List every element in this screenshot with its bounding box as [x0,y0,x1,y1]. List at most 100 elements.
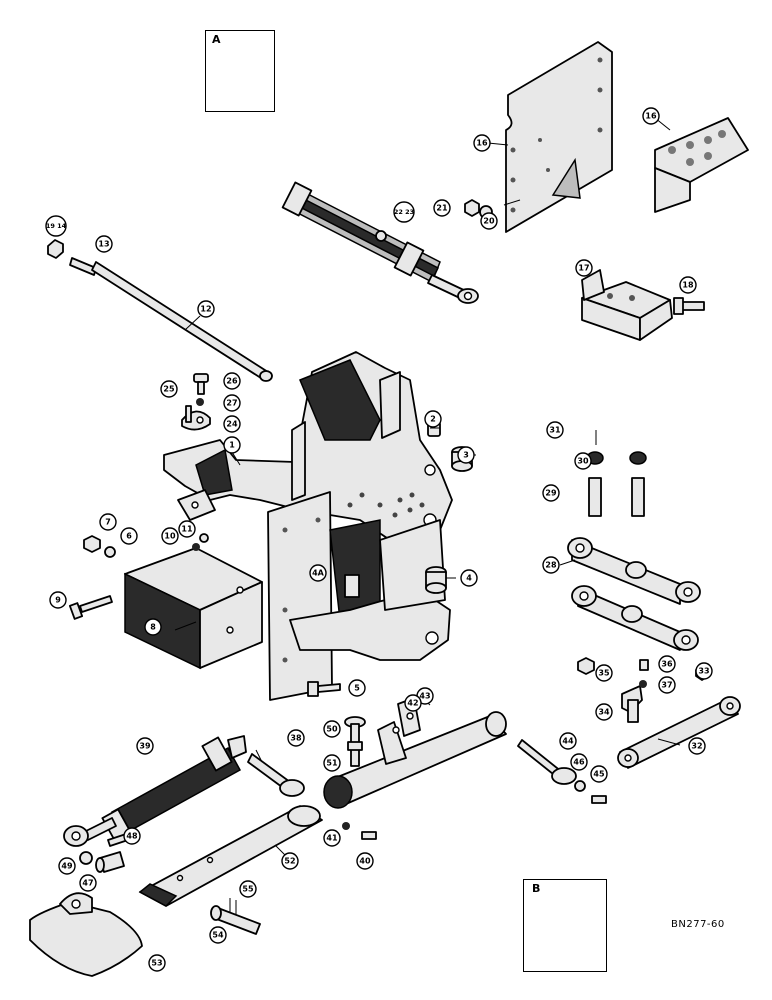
nut-7 [83,535,101,553]
callout-text: 17 [578,264,589,273]
callout-text: 20 [483,217,495,226]
callout-circle [546,421,564,439]
callout-11: 11 [178,520,196,538]
box-8 [124,547,263,670]
callout-text: 12 [200,305,211,314]
callout-text: 21 [436,204,448,213]
callout-55: 55 [239,880,257,898]
callout-text: 48 [126,832,138,841]
callout-text: 39 [139,742,151,751]
callout-44: 44 [559,732,577,750]
callout-circle [223,394,241,412]
callout-circle [658,676,676,694]
bracket-17 [581,269,673,341]
callout-5: 5 [348,679,366,697]
callout-48: 48 [123,827,141,845]
callout-text: 24 [226,420,238,429]
callout-text: 51 [326,759,338,768]
callout-text: 42 [407,699,418,708]
callout-circle [95,235,113,253]
callout-circle [658,655,676,673]
callout-text: 35 [598,669,610,678]
callout-circle [45,215,67,237]
callout-text: 32 [691,742,702,751]
inset-b-letter: B [532,882,541,895]
callout-text: 43 [419,692,430,701]
callout-42: 42 [404,694,422,712]
callout-circle [99,513,117,531]
callout-29: 29 [542,484,560,502]
callout-text: 25 [163,385,175,394]
callout-circle [595,703,613,721]
callout-text: 41 [326,834,338,843]
callout-text: 29 [545,489,557,498]
callout-46: 46 [570,753,588,771]
plate-16 [505,41,613,233]
callout-circle [178,520,196,538]
callout-8: 8 [144,618,162,636]
callout-33: 33 [695,662,713,680]
callout-text: 52 [284,857,295,866]
callout-10: 10 [161,527,179,545]
callout-text: 30 [577,457,589,466]
callout-text: 1 [229,441,235,450]
callout-text: 27 [226,399,237,408]
callout-text: 18 [682,281,694,290]
callout-circle [160,380,178,398]
callout-circle [281,852,299,870]
callout-circle [123,827,141,845]
callout-text: 47 [82,879,93,888]
callout-circle [223,372,241,390]
bolt-9 [68,595,113,620]
callout-13: 13 [95,235,113,253]
cylinder-22-23 [281,181,479,304]
callout-text: 46 [573,758,585,767]
callout-circle [356,852,374,870]
callout-38: 38 [287,729,305,747]
callout-text: 33 [698,667,709,676]
drawing-code: BN277-60 [671,919,725,930]
bolt-40 [361,831,377,840]
plate-53 [29,892,143,977]
callout-circle [679,276,697,294]
callout-circle [480,212,498,230]
callout-16: 16 [473,134,491,152]
callout-text: 22 23 [394,208,414,216]
callout-circle [239,880,257,898]
callout-circle [58,857,76,875]
nut-33-left [577,657,595,675]
callout-text: 19 14 [46,222,67,230]
fittings-29-30-31 [586,430,647,517]
bolt-5 [307,681,341,697]
callout-circle [404,694,422,712]
callout-26: 26 [223,372,241,390]
callout-37: 37 [658,676,676,694]
callout-circle [595,664,613,682]
callout-text: 8 [150,623,156,632]
callout-circle [695,662,713,680]
bolt-45 [591,795,607,804]
callout-30: 30 [574,452,592,470]
callout-circle [642,107,660,125]
callout-31: 31 [546,421,564,439]
inset-b-box [523,879,607,972]
pin-38 [247,753,305,797]
inset-a-box [205,30,275,112]
callout-text: 38 [290,734,302,743]
callout-12: 12 [197,300,215,318]
callout-text: 50 [326,725,338,734]
callout-51: 51 [323,754,341,772]
callout-22-23: 22 23 [393,201,415,223]
callout-text: 5 [354,684,360,693]
callout-16: 16 [642,107,660,125]
callout-circle [542,484,560,502]
pin-54-55 [210,898,261,935]
callout-34: 34 [595,703,613,721]
callout-circle [574,452,592,470]
callout-circle [209,926,227,944]
pin-44 [517,739,577,785]
washer-6 [104,546,116,558]
callout-circle [49,591,67,609]
callout-circle [323,829,341,847]
